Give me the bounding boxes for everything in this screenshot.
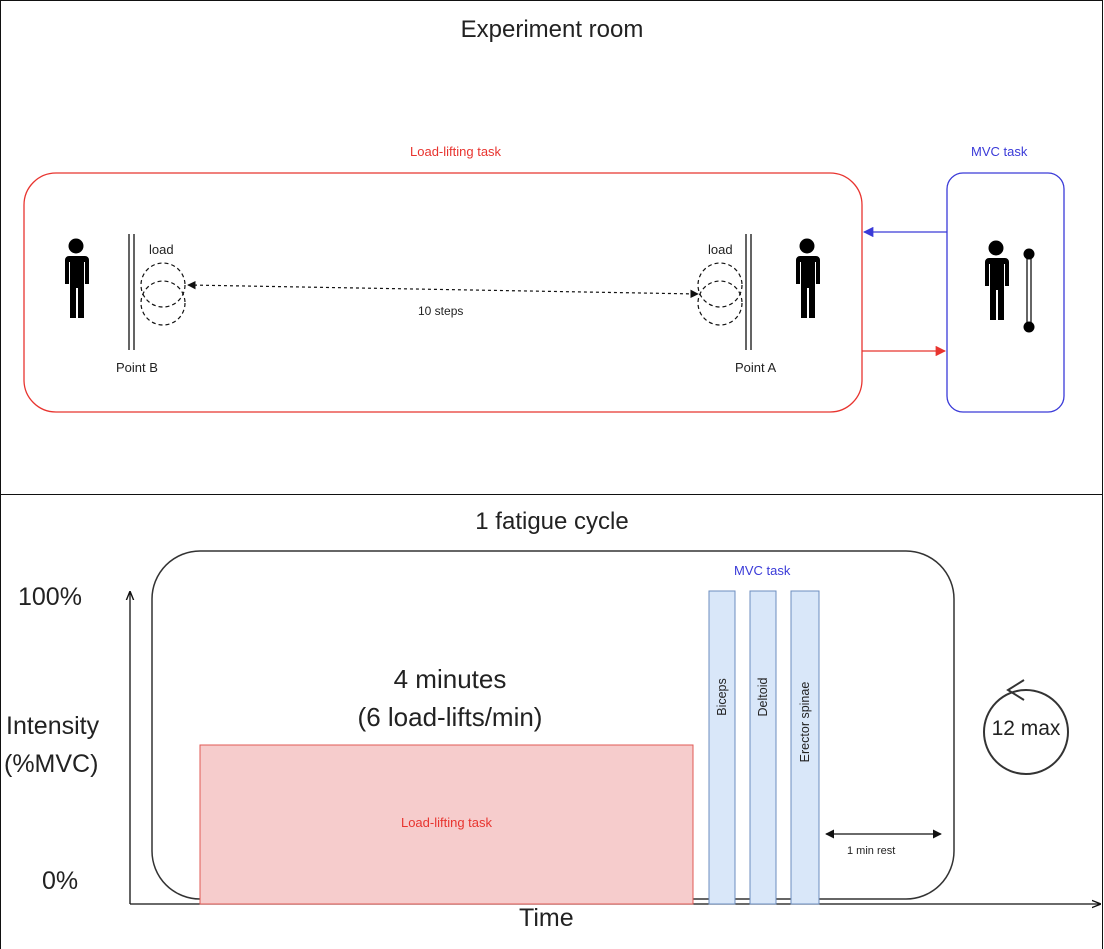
- mvc-bar-label-erector-spinae: Erector spinae: [798, 681, 812, 763]
- y-axis-top-label: 100%: [18, 583, 82, 611]
- mvc-bar-label-deltoid: Deltoid: [756, 677, 770, 717]
- steps-label: 10 steps: [418, 304, 464, 318]
- x-axis-label: Time: [519, 904, 574, 932]
- y-axis-label-line2: (%MVC): [4, 750, 99, 778]
- dynamometer-icon: [1023, 248, 1035, 333]
- mvc-task-cycle-label: MVC task: [734, 563, 791, 578]
- experiment-room-title: Experiment room: [460, 16, 644, 43]
- repeat-label: 12 max: [991, 717, 1061, 740]
- y-axis-label-line1: Intensity: [6, 712, 100, 740]
- point-b-label: Point B: [116, 360, 158, 375]
- mvc-bar-erector-spinae: [790, 590, 820, 905]
- experiment-room-graphics: [23, 172, 1065, 413]
- fatigue-cycle-title: 1 fatigue cycle: [475, 508, 629, 535]
- load-left-label: load: [149, 242, 174, 257]
- mvc-bar-label-biceps: Biceps: [715, 678, 729, 716]
- rest-label: 1 min rest: [847, 845, 896, 857]
- mvc-task-box: [946, 172, 1065, 413]
- steps-arrow: [187, 280, 699, 299]
- load-lifting-task-label: Load-lifting task: [410, 144, 502, 159]
- repeat-cycle-icon: [983, 679, 1069, 775]
- load-left: [140, 262, 186, 326]
- duration-line2: (6 load-lifts/min): [357, 702, 543, 732]
- load-lifting-task-box: [23, 172, 863, 413]
- point-b-wall: [128, 234, 135, 350]
- point-a-label: Point A: [735, 360, 777, 375]
- load-task-block-label: Load-lifting task: [400, 815, 493, 830]
- mvc-bar-biceps: [708, 590, 736, 905]
- mvc-bar-deltoid: [749, 590, 777, 905]
- load-lifting-block: [199, 744, 694, 905]
- point-a-wall: [745, 234, 752, 350]
- mvc-task-label: MVC task: [971, 144, 1028, 159]
- load-right-label: load: [708, 242, 733, 257]
- y-axis-bottom-label: 0%: [42, 867, 79, 895]
- duration-line1: 4 minutes: [393, 664, 507, 694]
- load-right: [697, 262, 743, 326]
